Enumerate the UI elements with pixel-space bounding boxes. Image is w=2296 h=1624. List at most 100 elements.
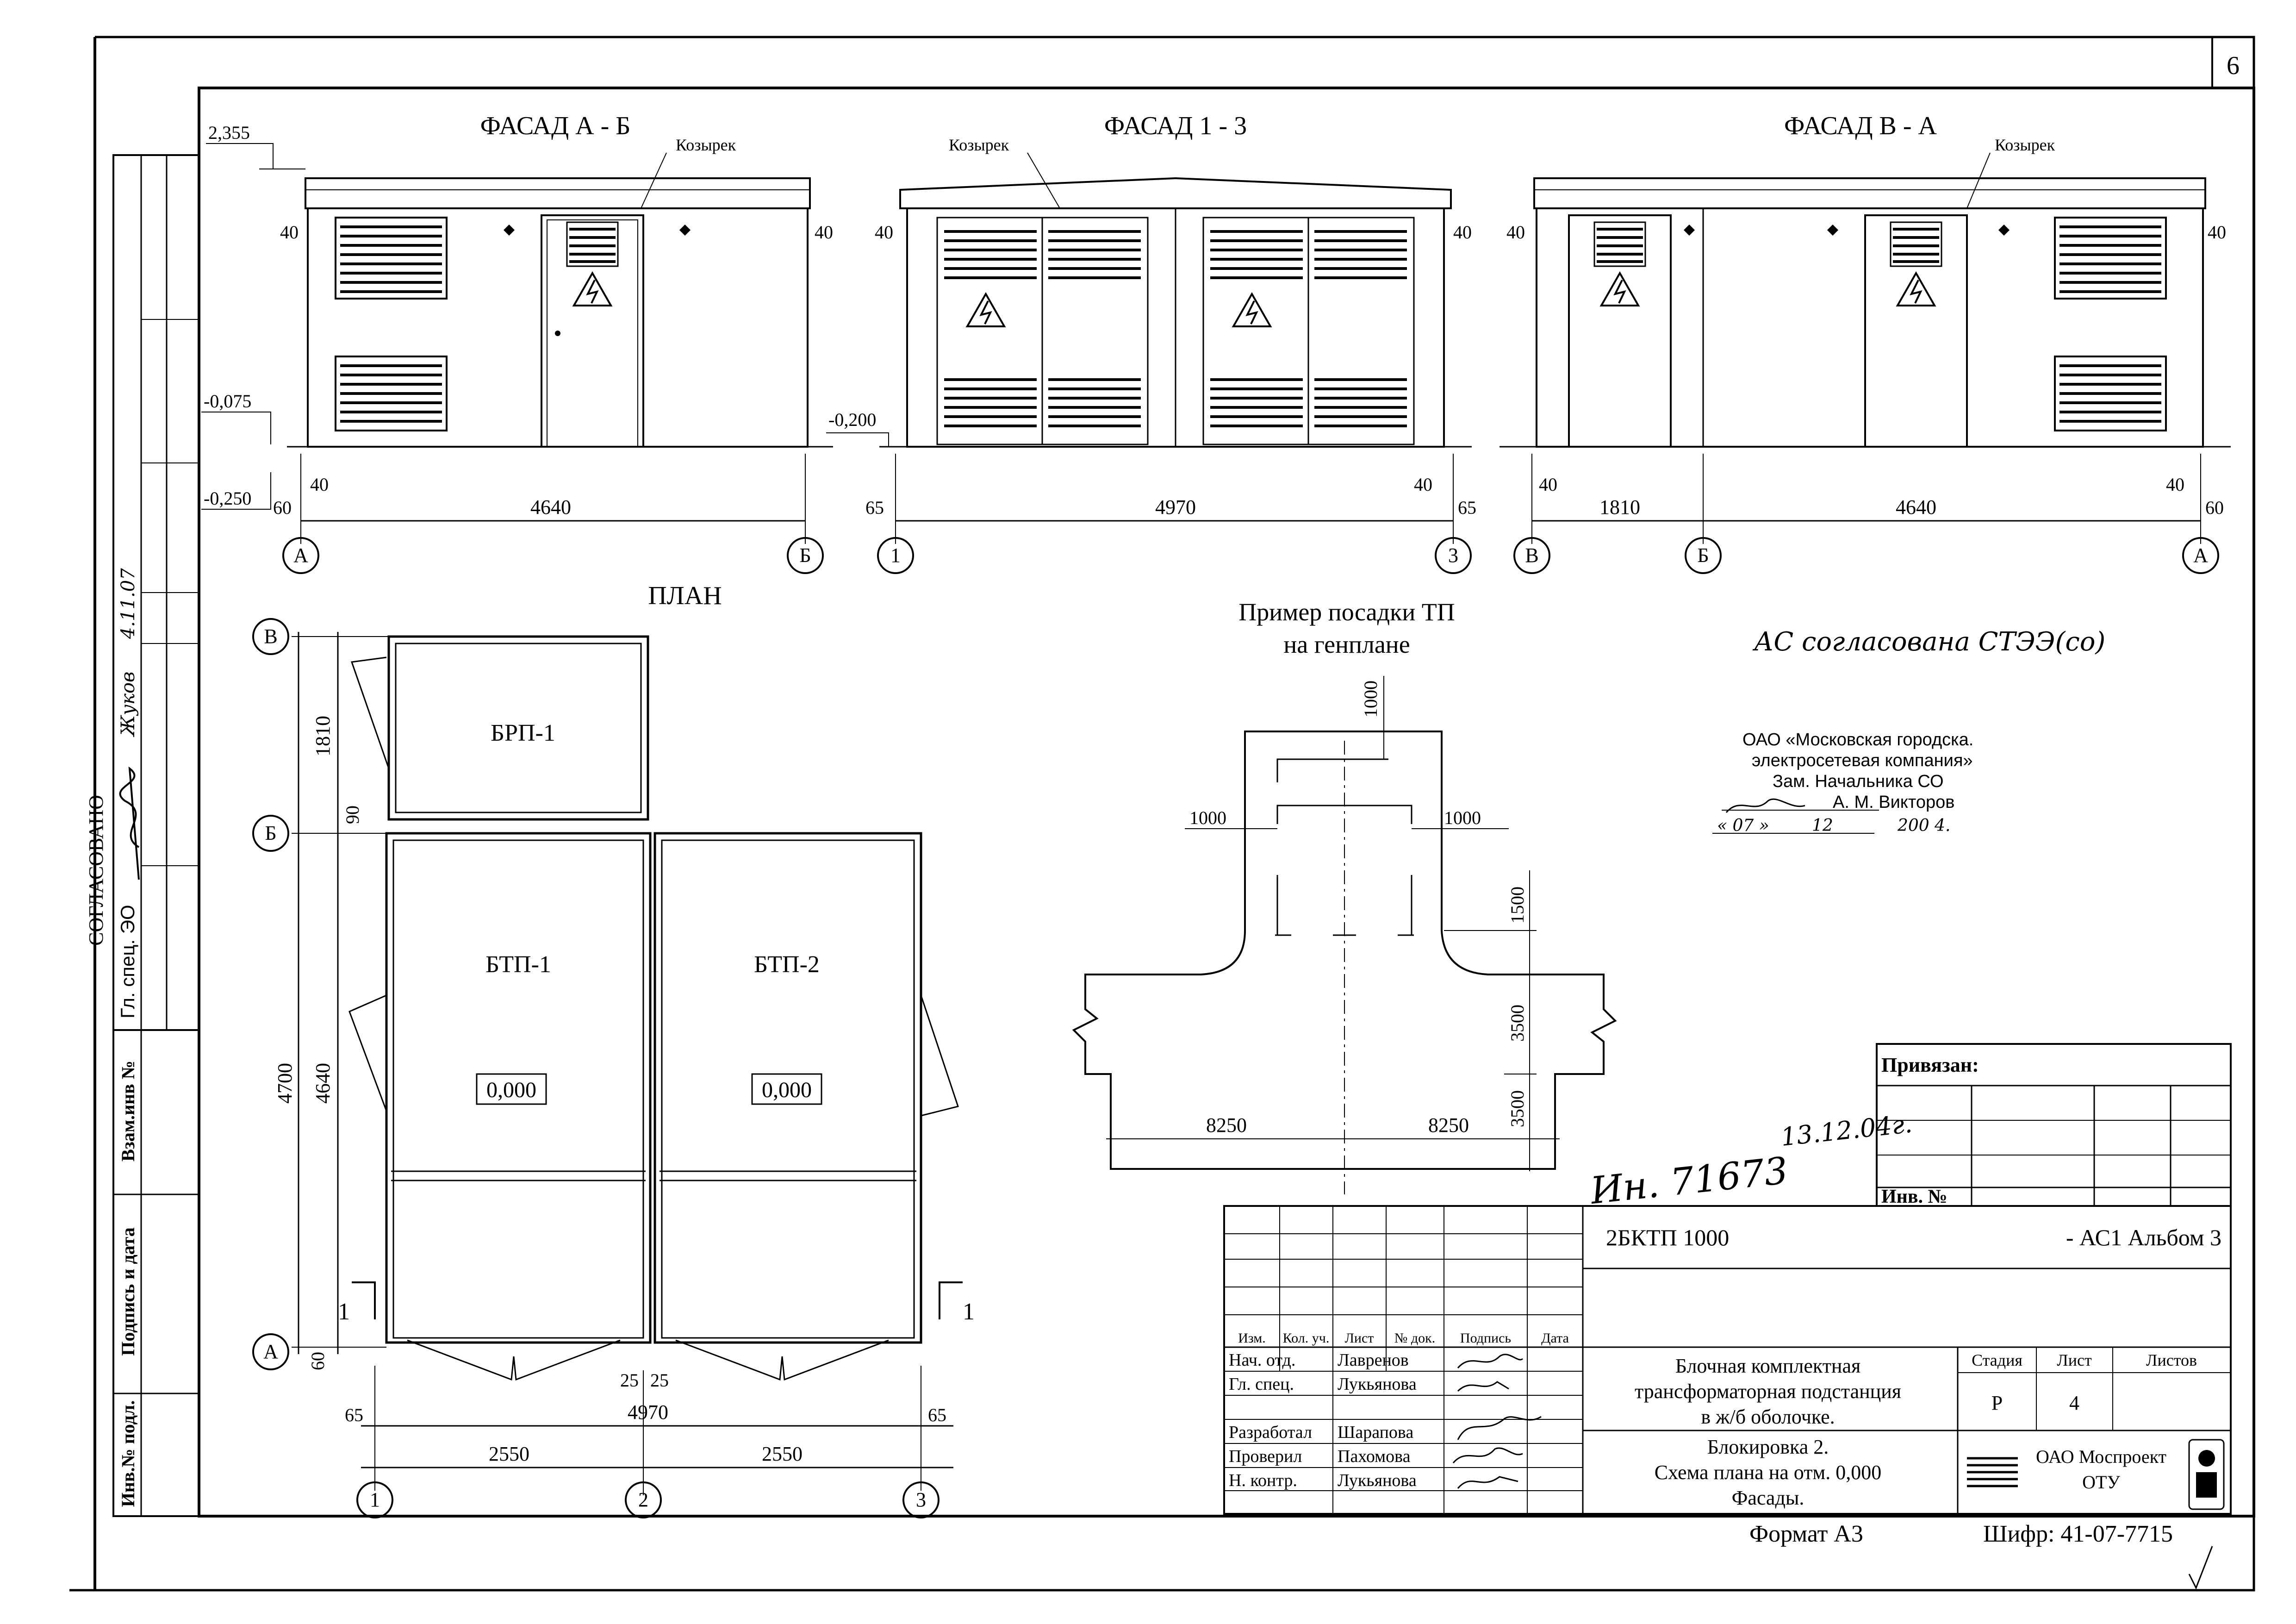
plan-level-btp1: 0,000 — [486, 1078, 536, 1102]
plan-title: ПЛАН — [648, 581, 722, 610]
title-object-3: в ж/б оболочке. — [1701, 1405, 1835, 1428]
siting-dim-1500: 1500 — [1507, 887, 1528, 924]
stamp-org-line1: ОАО «Московская городска. — [1742, 730, 1973, 750]
siting-dim-1000-top: 1000 — [1360, 681, 1381, 718]
approver-signature — [119, 766, 140, 880]
facade-ab-dim-60: 60 — [273, 497, 292, 518]
approval-handwritten-note: АС согласована СТЭЭ(со) — [1752, 627, 2105, 657]
facade-va-axis-a: А — [2193, 544, 2208, 567]
approved-label: СОГЛАСОВАНО — [85, 795, 107, 946]
facade-ab-level-top: 2,355 — [208, 122, 250, 143]
title-header-date: Дата — [1541, 1330, 1569, 1346]
approver-role: Гл. спец. ЭО — [117, 905, 138, 1018]
approver-name: Жуков — [118, 672, 139, 737]
cipher-label: Шифр: 41-07-7715 — [1983, 1521, 2173, 1547]
sheet-number: 6 — [2227, 51, 2240, 80]
plan-dim-2550-right: 2550 — [762, 1443, 803, 1465]
diamond-marker-icon — [1684, 225, 1695, 236]
left-approval-strip: СОГЛАСОВАНО Гл. спец. ЭО Жуков 4.11.07 В… — [85, 154, 200, 1517]
title-role-2: Разработал — [1229, 1423, 1312, 1442]
siting-example: Пример посадки ТП на генплане 1000 1000 … — [1072, 598, 1617, 1194]
handwritten-inv-number: Ин. 71673 — [1587, 1149, 1790, 1212]
siting-title-2: на генплане — [1283, 631, 1410, 658]
title-signatures — [1452, 1354, 1542, 1489]
siting-dim-8250-left: 8250 — [1206, 1114, 1247, 1137]
diamond-marker-icon — [679, 225, 691, 236]
title-role-0: Нач. отд. — [1229, 1350, 1295, 1370]
stamp-name: А. М. Викторов — [1833, 793, 1954, 812]
facade-13-dim-4970: 4970 — [1155, 496, 1196, 518]
facade-va-dim-60: 60 — [2205, 497, 2224, 518]
door-handle-icon — [555, 331, 560, 336]
title-role-1: Гл. спец. — [1229, 1374, 1294, 1394]
siting-dim-8250-right: 8250 — [1428, 1114, 1469, 1137]
replace-inv-label: Взам.инв № — [118, 1061, 138, 1162]
plan-axis-a: А — [263, 1340, 278, 1363]
title-sheets-label: Листов — [2146, 1351, 2197, 1369]
title-header-kol: Кол. уч. — [1283, 1330, 1330, 1346]
plan-dim-65-left: 65 — [345, 1405, 363, 1425]
title-name-0: Лавренов — [1338, 1350, 1409, 1370]
title-sheet-2: Схема плана на отм. 0,000 — [1655, 1461, 1882, 1484]
plan-dim-1810: 1810 — [311, 716, 334, 756]
approval-stamp: ОАО «Московская городска. электросетевая… — [1712, 730, 1973, 835]
title-inv-label: Инв. № — [1881, 1186, 1948, 1207]
facade-13-dim-40-left: 40 — [875, 222, 893, 243]
plan-dim-65-right: 65 — [928, 1405, 946, 1425]
facade-va-axis-v: В — [1525, 544, 1538, 567]
facade-ab-dim-4640: 4640 — [530, 496, 571, 518]
facade-va-dim-40-br: 40 — [2166, 474, 2184, 495]
format-label: Формат А3 — [1749, 1521, 1863, 1547]
title-header-list: Лист — [1345, 1330, 1374, 1346]
facade-13-axis-3: 3 — [1448, 544, 1458, 567]
title-role-3: Проверил — [1229, 1447, 1302, 1466]
siting-dim-1000-right: 1000 — [1444, 807, 1481, 828]
facade-va-title: ФАСАД В - А — [1784, 112, 1937, 140]
siting-dim-1000-left: 1000 — [1189, 807, 1226, 828]
plan-section-mark-right: 1 — [963, 1299, 975, 1325]
louver-lines — [340, 225, 442, 293]
plan-dim-90: 90 — [342, 806, 363, 824]
sheet-frame: 6 — [69, 36, 2255, 1592]
facade-ab-level-low: -0,250 — [204, 488, 251, 509]
mosproekt-logo — [1967, 1457, 2018, 1487]
title-header-doc: № док. — [1394, 1330, 1435, 1346]
facade-va-canopy-label: Козырек — [1995, 136, 2055, 154]
facade-a-b: ФАСАД А - Б Козырек 2,355 -0,075 -0,250 … — [201, 112, 833, 574]
facade-va-dim-40-left: 40 — [1506, 222, 1525, 243]
plan-dim-60: 60 — [307, 1352, 328, 1370]
facade-v-a: ФАСАД В - А Козырек 40 40 40 40 1810 464… — [1500, 112, 2231, 574]
check-mark-icon — [2188, 1546, 2213, 1590]
approver-date: 4.11.07 — [118, 568, 139, 639]
title-org-2: ОТУ — [2082, 1472, 2120, 1493]
facade-13-title: ФАСАД 1 - 3 — [1104, 112, 1247, 140]
siting-dim-3500-bottom: 3500 — [1507, 1090, 1528, 1127]
title-header-izm: Изм. — [1238, 1330, 1266, 1346]
plan-room-btp2: БТП-2 — [754, 951, 820, 978]
title-stage-label: Стадия — [1972, 1351, 2022, 1369]
high-voltage-icon — [1599, 271, 1640, 306]
facade-13-dim-40-bottom: 40 — [1414, 474, 1432, 495]
plan-axis-v: В — [264, 625, 277, 648]
facade-13-dim-65-left: 65 — [865, 497, 884, 518]
plan-axis-1: 1 — [370, 1488, 380, 1511]
handwritten-date: 13.12.04г. — [1780, 1109, 1914, 1151]
facade-ab-level-mid: -0,075 — [204, 391, 251, 412]
facade-13-axis-1: 1 — [890, 544, 901, 567]
facade-ab-axis-b: Б — [799, 544, 811, 567]
plan-axis-3: 3 — [916, 1488, 926, 1511]
title-name-1: Лукьянова — [1338, 1374, 1417, 1394]
title-bound-label: Привязан: — [1881, 1054, 1979, 1076]
title-object-1: Блочная комплектная — [1675, 1355, 1860, 1377]
title-block: Привязан: Инв. № 2БКТП 1000 - АС1 Альбом… — [1223, 1043, 2232, 1515]
facade-ab-dim-40-left: 40 — [280, 222, 299, 243]
inv-orig-label: Инв.№ подл. — [118, 1400, 138, 1507]
high-voltage-icon — [1232, 292, 1272, 327]
diamond-marker-icon — [1998, 225, 2010, 236]
high-voltage-icon — [965, 292, 1006, 327]
facade-ab-title: ФАСАД А - Б — [480, 112, 631, 140]
title-left-grid — [1224, 1206, 1583, 1514]
high-voltage-icon — [572, 271, 613, 306]
title-header-sign: Подпись — [1460, 1330, 1511, 1346]
facade-va-axis-b: Б — [1697, 544, 1709, 567]
